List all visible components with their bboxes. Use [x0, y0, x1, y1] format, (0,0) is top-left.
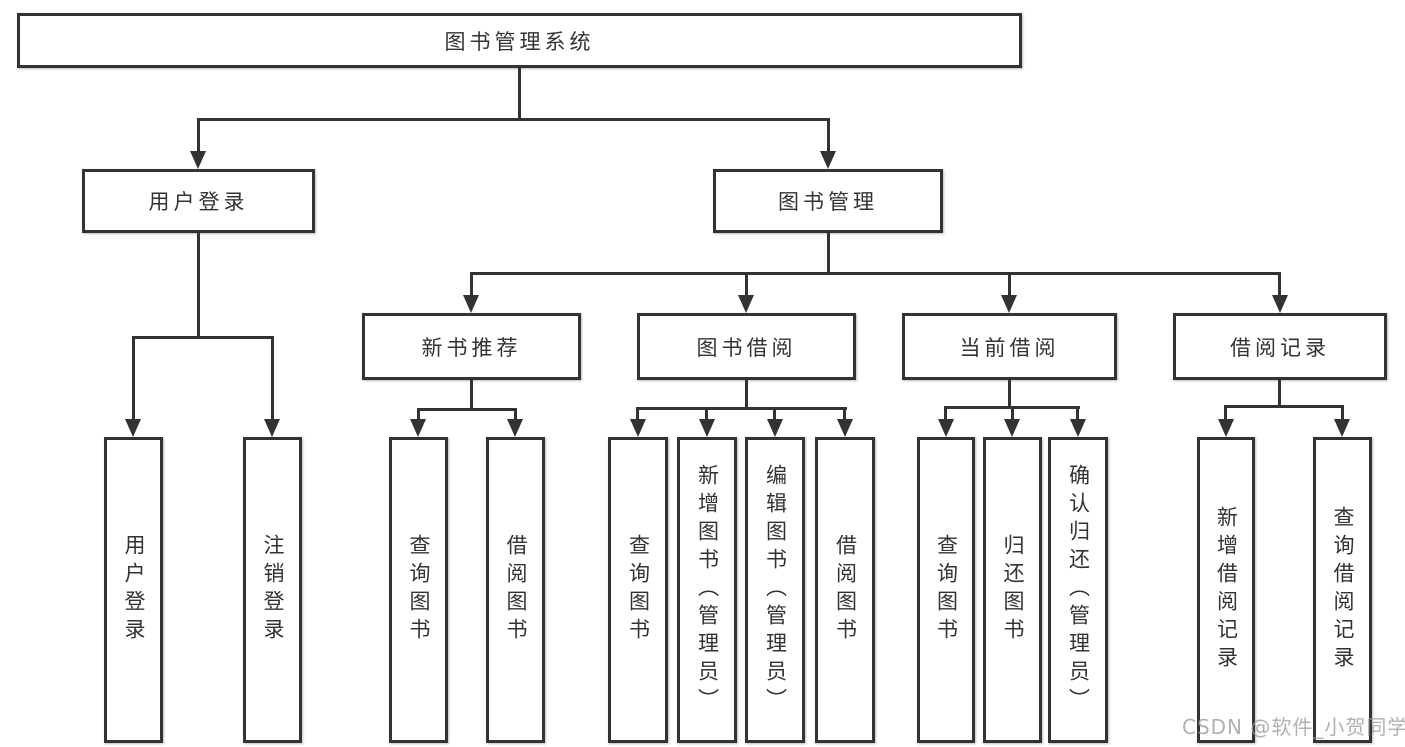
leaf-borrowing-borrow-books: 借阅图书	[815, 437, 875, 743]
connector-line	[1011, 406, 1014, 419]
arrow-down-icon	[410, 419, 426, 437]
leaf-confirm-return-admin: 确认归还（管理员）	[1048, 437, 1108, 743]
arrow-down-icon	[507, 419, 523, 437]
leaf-recommend-query-books: 查询图书	[389, 437, 448, 743]
leaf-borrowing-query-books: 查询图书	[608, 437, 668, 743]
leaf-query-borrow-record-label: 查询借阅记录	[1331, 506, 1355, 674]
connector-line	[1008, 380, 1011, 406]
leaf-edit-books-admin-label: 编辑图书（管理员）	[763, 464, 788, 716]
connector-line	[636, 407, 639, 419]
leaf-add-books-admin-label: 新增图书（管理员）	[695, 464, 720, 716]
connector-line	[827, 118, 830, 151]
leaf-return-books: 归还图书	[983, 437, 1042, 743]
leaf-current-query-books: 查询图书	[917, 437, 975, 743]
leaf-logout-label: 注销登录	[261, 534, 285, 646]
connector-line	[745, 380, 748, 407]
connector-line	[1224, 405, 1344, 408]
arrow-down-icon	[1004, 419, 1020, 437]
arrow-down-icon	[1334, 419, 1350, 437]
connector-line	[470, 272, 473, 295]
node-user-login: 用户登录	[82, 169, 315, 233]
node-new-book-recommend: 新书推荐	[362, 313, 581, 380]
leaf-logout: 注销登录	[243, 437, 302, 743]
node-new-book-recommend-label: 新书推荐	[421, 335, 522, 360]
leaf-recommend-query-books-label: 查询图书	[407, 534, 431, 646]
node-root-library-system: 图书管理系统	[17, 13, 1022, 68]
connector-line	[1224, 405, 1227, 419]
connector-line	[271, 336, 274, 419]
node-book-borrowing: 图书借阅	[637, 313, 856, 380]
connector-line	[773, 407, 776, 419]
leaf-query-borrow-record: 查询借阅记录	[1313, 437, 1372, 743]
node-current-borrowing: 当前借阅	[902, 313, 1117, 380]
leaf-user-login: 用户登录	[104, 437, 163, 743]
arrow-down-icon	[190, 151, 206, 169]
connector-line	[132, 336, 273, 339]
leaf-add-borrow-record: 新增借阅记录	[1197, 437, 1255, 743]
connector-line	[745, 272, 748, 295]
leaf-current-query-books-label: 查询图书	[934, 534, 959, 646]
arrow-down-icon	[630, 419, 646, 437]
connector-line	[514, 408, 517, 419]
leaf-borrowing-query-books-label: 查询图书	[626, 534, 651, 646]
connector-line	[197, 233, 200, 336]
connector-line	[470, 380, 473, 408]
arrow-down-icon	[820, 151, 836, 169]
connector-line	[197, 118, 200, 151]
leaf-return-books-label: 归还图书	[1001, 534, 1025, 646]
connector-line	[1278, 380, 1281, 405]
node-book-management-label: 图书管理	[778, 190, 878, 214]
arrow-down-icon	[125, 419, 141, 437]
leaf-add-books-admin: 新增图书（管理员）	[677, 437, 737, 743]
connector-line	[1341, 405, 1344, 419]
connector-line	[417, 408, 517, 411]
leaf-recommend-borrow-books: 借阅图书	[486, 437, 545, 743]
arrow-down-icon	[738, 295, 754, 313]
connector-line	[1008, 272, 1011, 295]
connector-line	[518, 68, 521, 118]
arrow-down-icon	[837, 419, 853, 437]
connector-line	[417, 408, 420, 419]
node-book-borrowing-label: 图书借阅	[696, 335, 797, 360]
arrow-down-icon	[1070, 419, 1086, 437]
arrow-down-icon	[699, 419, 715, 437]
connector-line	[1278, 272, 1281, 295]
connector-line	[705, 407, 708, 419]
csdn-watermark: CSDN @软件_小贺同学	[1182, 715, 1405, 739]
arrow-down-icon	[1218, 419, 1234, 437]
node-user-login-label: 用户登录	[148, 190, 249, 214]
arrow-down-icon	[463, 295, 479, 313]
leaf-user-login-label: 用户登录	[122, 534, 146, 646]
leaf-recommend-borrow-books-label: 借阅图书	[504, 534, 528, 646]
leaf-borrowing-borrow-books-label: 借阅图书	[833, 534, 858, 646]
connector-line	[636, 407, 847, 410]
leaf-edit-books-admin: 编辑图书（管理员）	[745, 437, 805, 743]
connector-line	[132, 336, 135, 419]
node-book-management: 图书管理	[713, 169, 943, 233]
node-borrowing-records: 借阅记录	[1173, 313, 1387, 380]
leaf-confirm-return-admin-label: 确认归还（管理员）	[1066, 464, 1091, 716]
connector-line	[944, 406, 947, 419]
arrow-down-icon	[264, 419, 280, 437]
arrow-down-icon	[1272, 295, 1288, 313]
node-current-borrowing-label: 当前借阅	[959, 335, 1060, 360]
connector-line	[843, 407, 846, 419]
node-borrowing-records-label: 借阅记录	[1230, 335, 1330, 360]
connector-line	[470, 272, 1281, 275]
arrow-down-icon	[938, 419, 954, 437]
connector-line	[1076, 406, 1079, 419]
node-root-label: 图书管理系统	[444, 29, 595, 54]
connector-line	[827, 233, 830, 272]
arrow-down-icon	[767, 419, 783, 437]
connector-line	[197, 118, 830, 121]
arrow-down-icon	[1001, 295, 1017, 313]
leaf-add-borrow-record-label: 新增借阅记录	[1214, 506, 1239, 674]
